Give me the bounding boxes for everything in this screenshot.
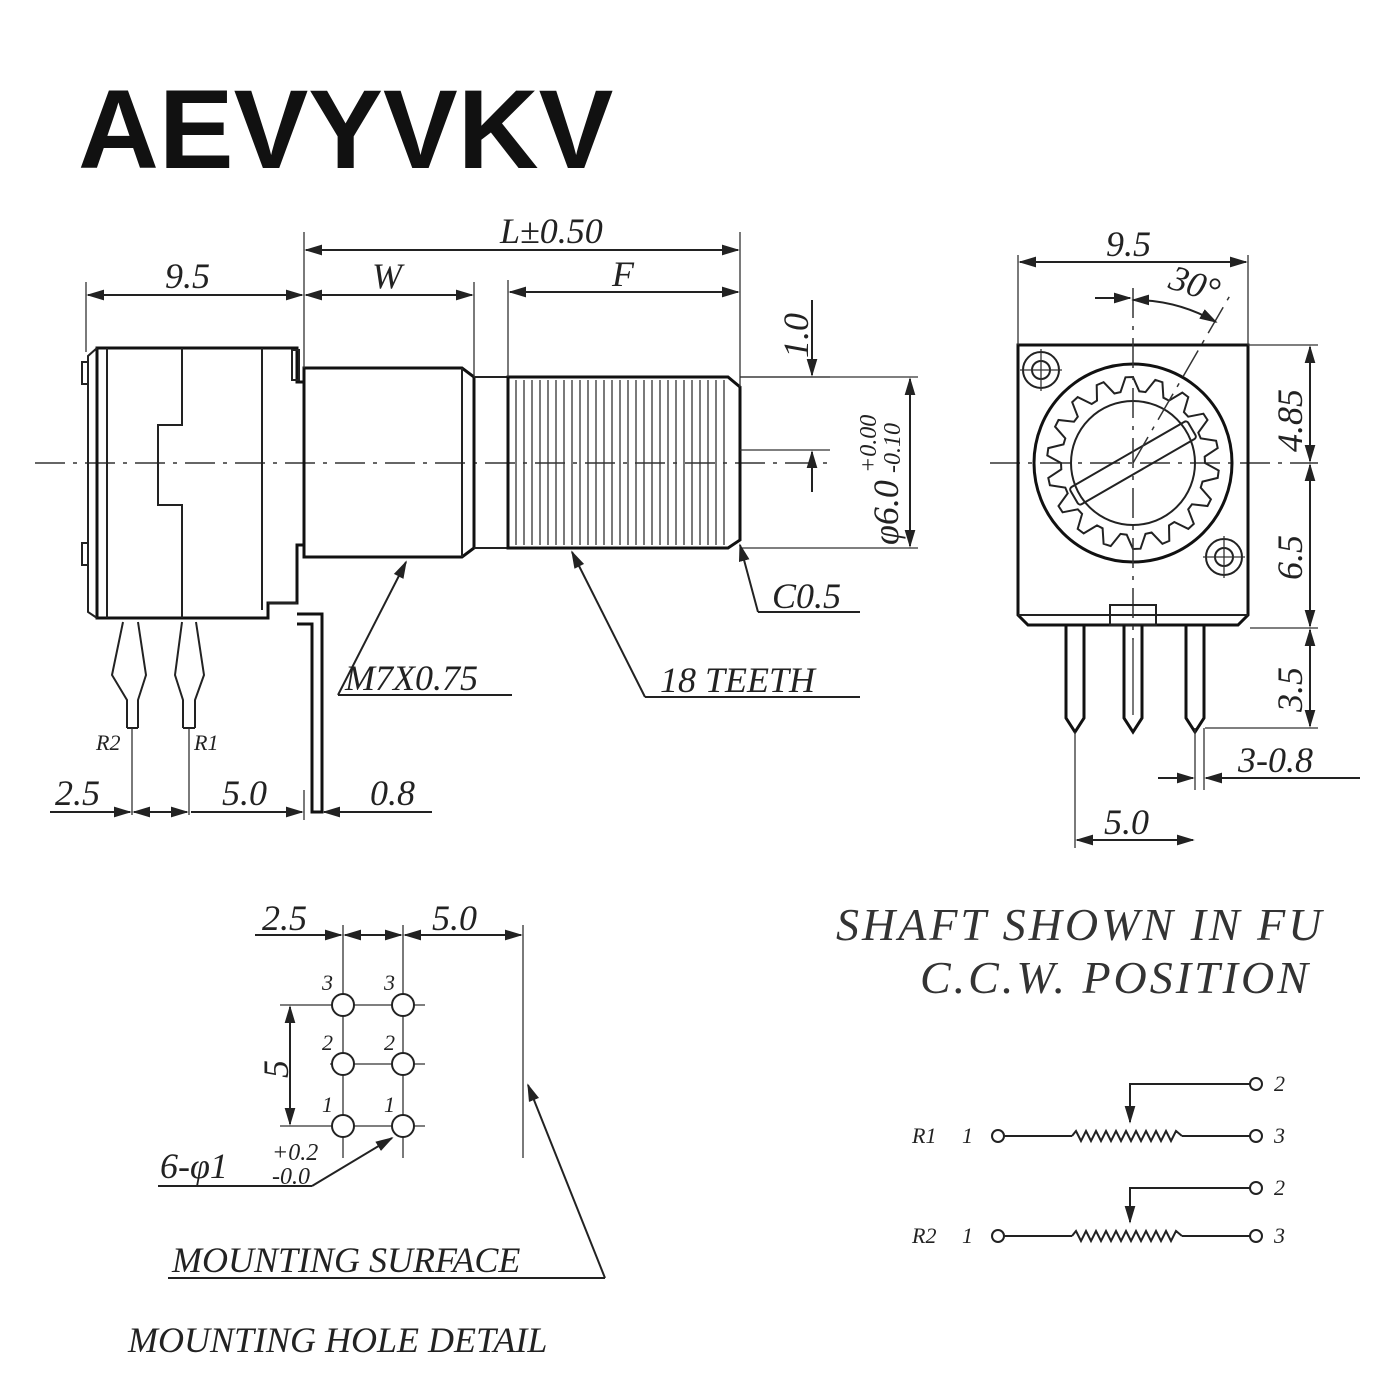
chamfer-label: C0.5 [772,576,841,616]
dim-f-label: F [611,254,635,294]
knurled-shaft [506,375,742,550]
mounting-tab [297,612,324,814]
hole-num-2a: 2 [322,1030,333,1055]
knurl-lines [515,380,725,545]
hole-dim-col-to-surface: 5.0 [432,898,477,938]
front-pin-left [1064,625,1086,735]
side-view: L±0.50 9.5 W F 1.0 φ6.0 +0.00 -0.10 C0.5 [35,211,918,820]
hole-dim-row-span: 5 [256,1060,296,1078]
schematic-r2-pin2: 2 [1274,1175,1285,1200]
hole-1a [331,1114,355,1138]
dim-shaft-tol-upper: +0.00 [856,415,882,473]
hole-num-3b: 3 [383,970,395,995]
brand-title: AEVYVKV [78,67,613,192]
dim-offset-label: 1.0 [776,313,816,358]
schematic-r1-resistor [1071,1128,1183,1144]
schematic-r2-resistor [1071,1228,1183,1244]
schematic-r1-pin3: 3 [1273,1123,1285,1148]
dim-lower-label: 6.5 [1270,535,1310,580]
hole-3b [391,993,415,1017]
dim-upper-label: 4.85 [1270,389,1310,452]
mount-hole-bottom-right [1203,536,1245,578]
dim-front-width-label: 9.5 [1106,224,1151,264]
front-pin-center [1122,625,1144,735]
hole-detail-title: MOUNTING HOLE DETAIL [127,1320,547,1360]
mount-hole-top-left [1020,349,1062,391]
dim-pin-pitch-label: 5.0 [222,773,267,813]
teeth-label: 18 TEETH [660,660,817,700]
dim-shaft-tol-lower: -0.10 [880,423,906,473]
hole-2b [391,1052,415,1076]
hole-2a [331,1052,355,1076]
schematic-r1: R1 1 3 2 [911,1071,1285,1148]
note-line-1: SHAFT SHOWN IN FU [836,899,1324,950]
wiring-schematic: R1 1 3 2 R2 1 3 2 [911,1071,1285,1248]
schematic-r1-label: R1 [911,1123,936,1148]
hole-num-2b: 2 [384,1030,395,1055]
pin-r2 [110,621,148,729]
schematic-r2: R2 1 3 2 [911,1175,1285,1248]
dim-pin-len-label: 3.5 [1270,667,1310,713]
hole-dim-col-offset: 2.5 [262,898,307,938]
dim-body-width-label: 9.5 [165,256,210,296]
hole-tol-lower: -0.0 [272,1164,310,1190]
pin-label-r2: R2 [95,730,120,755]
pin-r1 [173,621,206,729]
schematic-r1-pin1: 1 [962,1123,973,1148]
dim-w-label: W [372,256,405,296]
hole-num-1b: 1 [384,1092,395,1117]
hole-3a [331,993,355,1017]
shaft-note: SHAFT SHOWN IN FU C.C.W. POSITION [836,899,1324,1003]
hole-1b [391,1114,415,1138]
hole-num-1a: 1 [322,1092,333,1117]
dim-tab-label: 0.8 [370,773,415,813]
note-line-2: C.C.W. POSITION [920,952,1311,1003]
schematic-r2-pin1: 1 [962,1223,973,1248]
front-view: 30° 9.5 4.85 6.5 3.5 3-0.8 5.0 [990,224,1360,848]
hole-spec-label: 6-φ1 [160,1146,228,1186]
thread-label: M7X0.75 [344,658,478,698]
dim-pin-offset-label: 2.5 [55,773,100,813]
schematic-r1-wiper [1124,1083,1250,1124]
pin-label-r1: R1 [193,730,218,755]
schematic-r2-pin3: 3 [1273,1223,1285,1248]
knob-slot [1069,420,1197,506]
body-step [157,348,183,618]
dim-angle-label: 30° [1164,257,1225,311]
mounting-surface-label: MOUNTING SURFACE [171,1240,520,1280]
hole-tol-upper: +0.2 [272,1140,318,1166]
schematic-r2-wiper [1124,1187,1250,1224]
schematic-r2-label: R2 [911,1223,936,1248]
pot-body [95,346,306,620]
front-pin-right [1184,625,1206,735]
body-back-plate [87,347,98,619]
dim-pin-spacing-label: 5.0 [1104,802,1149,842]
dim-pin-size-label: 3-0.8 [1237,740,1313,780]
dim-shaft-dia-label: φ6.0 [866,480,906,545]
dim-length-label: L±0.50 [499,211,603,251]
schematic-r1-pin2: 2 [1274,1071,1285,1096]
hole-num-3a: 3 [321,970,333,995]
mounting-hole-detail: 2.5 5.0 5 3 3 2 2 1 1 6-φ1 +0.2 -0.0 MOU… [127,898,606,1360]
